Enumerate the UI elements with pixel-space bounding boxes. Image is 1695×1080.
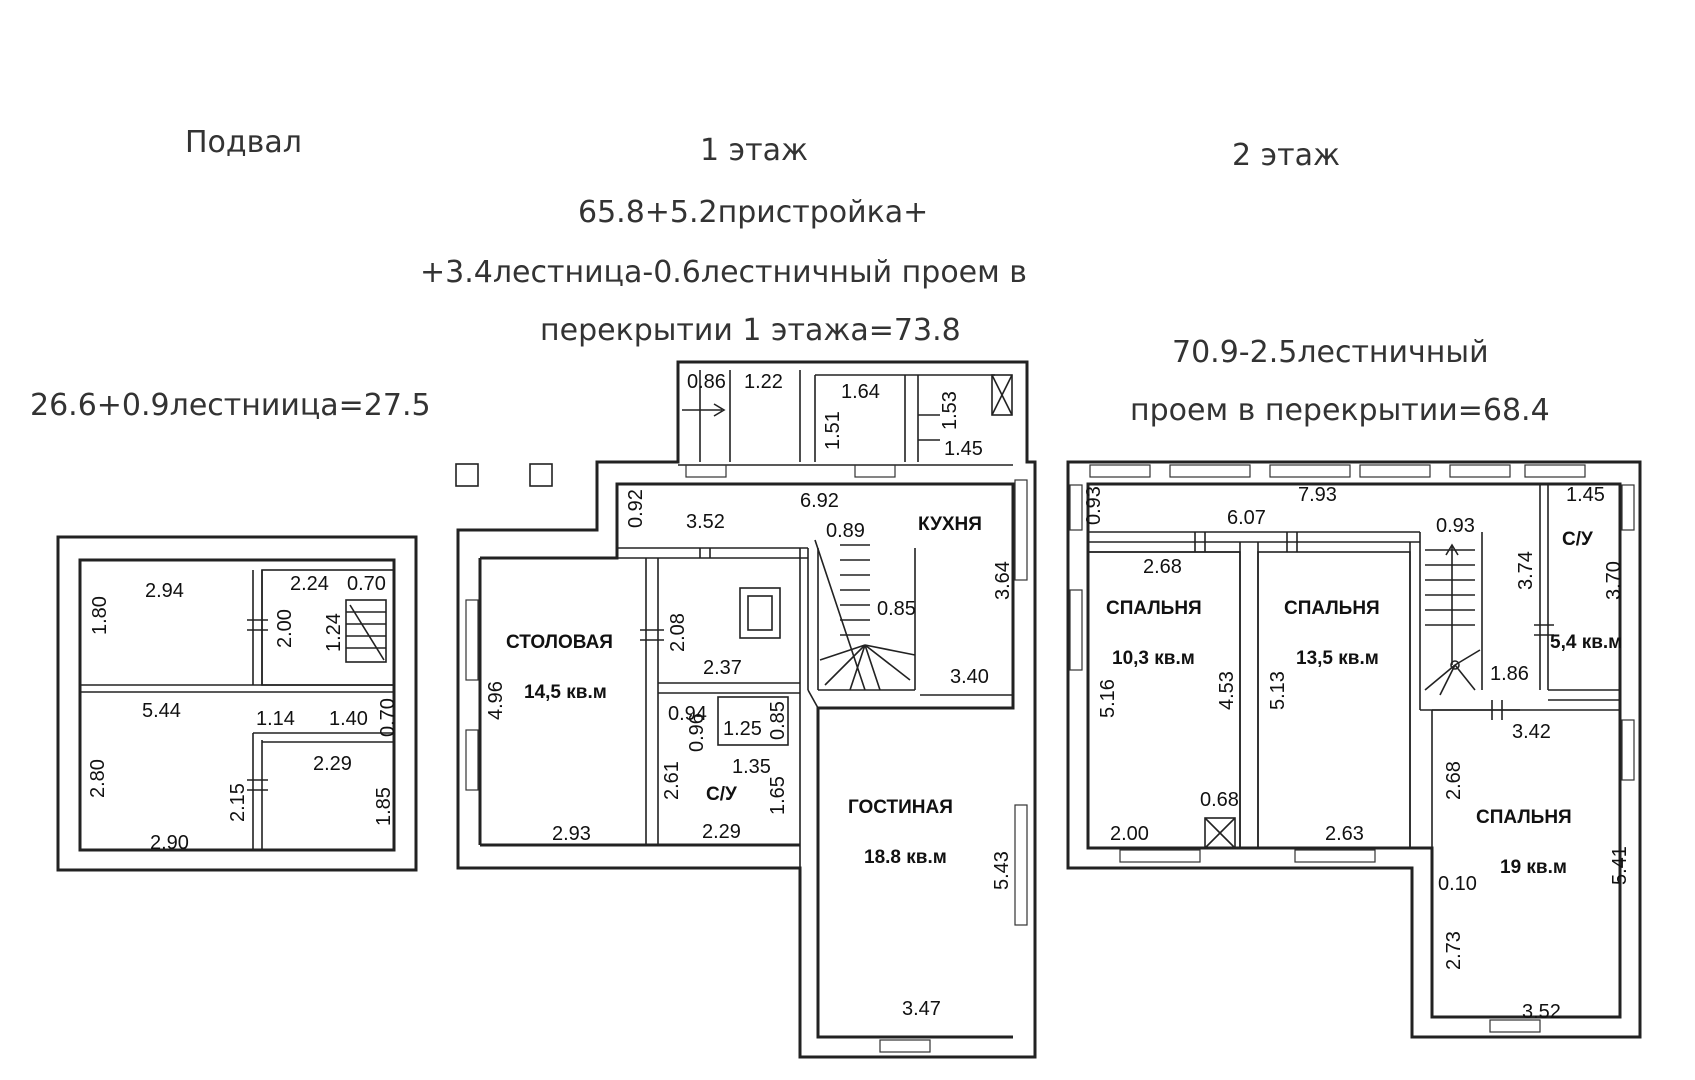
dim-label: 5.41	[1609, 846, 1631, 885]
floor2-header: 2 этаж	[1232, 138, 1340, 173]
stairs-floor2	[1419, 532, 1483, 710]
dim-label: 5.16	[1097, 679, 1119, 718]
dim-label: 2.15	[227, 783, 249, 822]
dim-label: 5.44	[142, 700, 181, 722]
dim-label: 0.94	[668, 703, 707, 725]
room-name-kitchen: КУХНЯ	[918, 514, 982, 535]
floor1-formula-line3: перекрытии 1 этажа=73.8	[540, 313, 961, 348]
dim-label: 3.52	[686, 511, 725, 533]
dim-label: 0.96	[686, 713, 708, 752]
room-area-bedroom-1: 10,3 кв.м	[1112, 648, 1195, 669]
dim-label: 2.00	[1110, 823, 1149, 845]
dim-label: 2.00	[274, 609, 296, 648]
dim-label: 1.22	[744, 371, 783, 393]
room-name-bedroom-3: СПАЛЬНЯ	[1476, 807, 1572, 828]
dim-label: 2.68	[1443, 761, 1465, 800]
room-name-wc2: С/У	[1562, 529, 1593, 550]
dim-label: 6.92	[800, 490, 839, 512]
dim-label: 0.93	[1083, 486, 1105, 525]
dim-label: 1.53	[939, 391, 961, 430]
dim-label: 2.37	[703, 657, 742, 679]
room-area-dining: 14,5 кв.м	[524, 682, 607, 703]
dim-label: 1.85	[373, 787, 395, 826]
dim-label: 1.40	[329, 708, 368, 730]
dim-label: 1.80	[89, 596, 111, 635]
dim-label: 2.61	[661, 761, 683, 800]
dim-label: 6.07	[1227, 507, 1266, 529]
room-area-bedroom-2: 13,5 кв.м	[1296, 648, 1379, 669]
floor2-plan: 0.93 7.93 6.07 1.45 2.68 0.93 3.74 3.70 …	[1066, 460, 1642, 1039]
dim-label: 0.92	[625, 489, 647, 528]
room-area-bedroom-3: 19 кв.м	[1500, 857, 1567, 878]
dim-label: 0.89	[826, 520, 865, 542]
dim-label: 3.70	[1603, 561, 1625, 600]
basement-formula: 26.6+0.9лестниица=27.5	[30, 388, 431, 423]
dim-label: 0.68	[1200, 789, 1239, 811]
dim-label: 1.86	[1490, 663, 1529, 685]
dim-label: 1.35	[732, 756, 771, 778]
dim-label: 0.85	[877, 598, 916, 620]
dim-label: 2.63	[1325, 823, 1364, 845]
dim-label: 3.40	[950, 666, 989, 688]
dim-label: 3.47	[902, 998, 941, 1020]
dim-label: 3.74	[1515, 551, 1537, 590]
dim-label: 3.64	[992, 561, 1014, 600]
room-name-wc1: С/У	[706, 784, 737, 805]
basement-header: Подвал	[185, 125, 302, 160]
floor1-header: 1 этаж	[700, 133, 808, 168]
dim-label: 1.51	[822, 411, 844, 450]
marker-square	[455, 463, 479, 487]
dim-label: 2.68	[1143, 556, 1182, 578]
dim-label: 2.24	[290, 573, 329, 595]
room-name-living: ГОСТИНАЯ	[848, 797, 953, 818]
stairs-floor1	[814, 539, 916, 691]
marker-square	[529, 463, 553, 487]
floor1-plan: 0.86 1.22 1.64 1.51 1.53 1.45 0.92 6.92 …	[456, 360, 1037, 1059]
dim-label: 1.45	[944, 438, 983, 460]
dim-label: 1.45	[1566, 484, 1605, 506]
dim-label: 2.29	[313, 753, 352, 775]
dim-label: 0.85	[767, 701, 789, 740]
room-name-bedroom-1: СПАЛЬНЯ	[1106, 598, 1202, 619]
dim-label: 5.13	[1267, 671, 1289, 710]
dim-label: 2.90	[150, 832, 189, 854]
dim-label: 1.25	[723, 718, 762, 740]
dim-label: 0.70	[377, 698, 399, 737]
room-name-bedroom-2: СПАЛЬНЯ	[1284, 598, 1380, 619]
basement-plan: 2.94 1.80 2.24 0.70 2.00 1.24 5.44 1.14 …	[56, 535, 418, 872]
floor2-formula-line2: проем в перекрытии=68.4	[1130, 393, 1550, 428]
floor2-formula-line1: 70.9-2.5лестничный	[1172, 335, 1489, 370]
dim-label: 1.64	[841, 381, 880, 403]
dim-label: 3.52	[1522, 1001, 1561, 1023]
dim-label: 4.53	[1216, 671, 1238, 710]
dim-label: 1.24	[323, 613, 345, 652]
dim-label: 4.96	[485, 681, 507, 720]
dim-label: 5.43	[991, 851, 1013, 890]
dim-label: 2.73	[1443, 931, 1465, 970]
room-name-dining: СТОЛОВАЯ	[506, 632, 613, 653]
dim-label: 2.08	[667, 613, 689, 652]
floor1-formula-line1: 65.8+5.2пристройка+	[578, 195, 928, 230]
dim-label: 1.65	[767, 776, 789, 815]
dim-label: 7.93	[1298, 484, 1337, 506]
dim-label: 0.86	[687, 371, 726, 393]
dim-label: 0.10	[1438, 873, 1477, 895]
dim-label: 1.14	[256, 708, 295, 730]
dim-label: 2.94	[145, 580, 184, 602]
dim-label: 0.70	[347, 573, 386, 595]
floor1-formula-line2: +3.4лестница-0.6лестничный проем в	[420, 255, 1027, 290]
dim-label: 2.93	[552, 823, 591, 845]
room-area-wc2: 5,4 кв.м	[1550, 632, 1622, 653]
dim-label: 2.80	[87, 759, 109, 798]
dim-label: 0.93	[1436, 515, 1475, 537]
dim-label: 2.29	[702, 821, 741, 843]
dim-label: 3.42	[1512, 721, 1551, 743]
room-area-living: 18.8 кв.м	[864, 847, 947, 868]
